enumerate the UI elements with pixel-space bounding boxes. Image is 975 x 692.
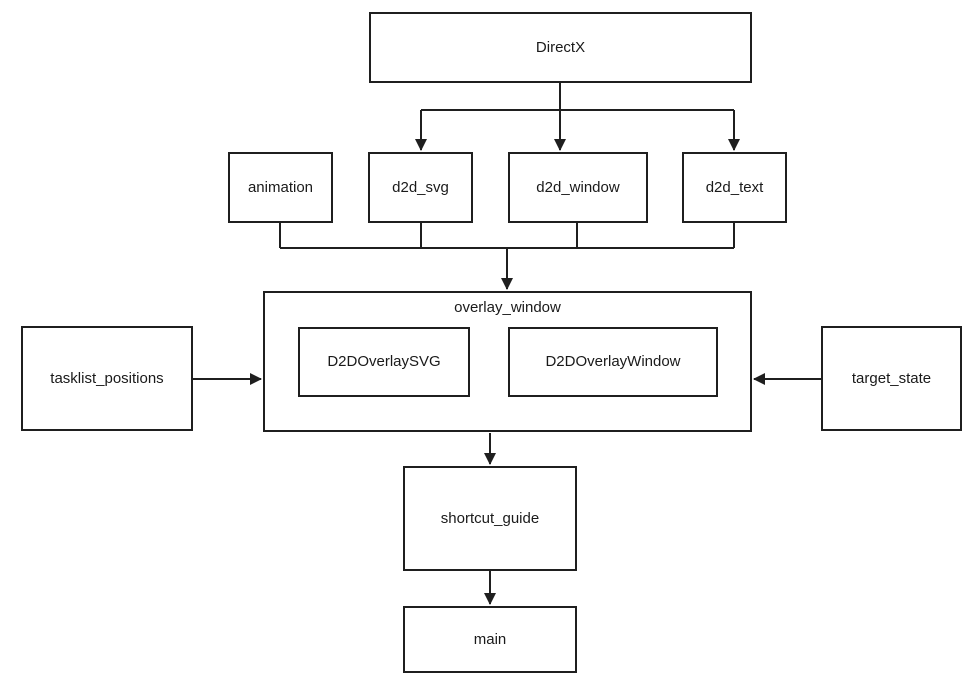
node-label: DirectX (535, 38, 586, 56)
node-label: D2DOverlayWindow (545, 353, 681, 370)
node-d2d_overlay_window: D2DOverlayWindow (508, 327, 718, 397)
node-label: target_state (851, 369, 932, 387)
node-d2d_svg: d2d_svg (368, 152, 473, 223)
node-shortcut_guide: shortcut_guide (403, 466, 577, 571)
node-d2d_text: d2d_text (682, 152, 787, 223)
node-directx: DirectX (369, 12, 752, 83)
node-animation: animation (228, 152, 333, 223)
node-label: main (473, 630, 507, 648)
node-d2d_overlay_svg: D2DOverlaySVG (298, 327, 470, 397)
node-label: D2DOverlaySVG (327, 353, 441, 370)
node-label: tasklist_positions (50, 369, 164, 387)
node-d2d_window: d2d_window (508, 152, 648, 223)
node-label: d2d_svg (392, 178, 449, 196)
node-label: animation (247, 178, 314, 196)
node-main: main (403, 606, 577, 673)
node-label: d2d_window (536, 178, 620, 196)
node-target_state: target_state (821, 326, 962, 431)
node-label: shortcut_guide (440, 509, 540, 527)
node-label: overlay_window (454, 299, 561, 316)
node-label: d2d_text (705, 178, 764, 196)
node-tasklist_positions: tasklist_positions (21, 326, 193, 431)
